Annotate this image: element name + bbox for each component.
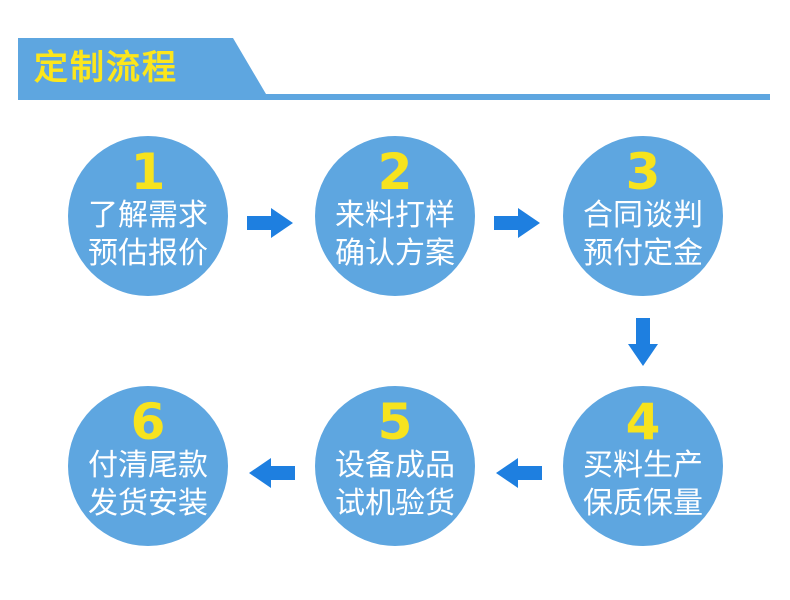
section-header: 定制流程 <box>18 38 770 100</box>
step-label-line1: 付清尾款 <box>88 448 208 483</box>
step-number: 5 <box>377 393 413 451</box>
step-number: 3 <box>625 143 661 201</box>
arrow-left-icon <box>496 458 542 488</box>
step-number: 6 <box>130 393 166 451</box>
step-2: 2 来料打样 确认方案 <box>315 136 475 296</box>
step-label-line2: 确认方案 <box>335 236 455 271</box>
arrow-right-icon <box>494 208 540 238</box>
step-label-line2: 发货安装 <box>88 486 208 521</box>
step-5: 5 设备成品 试机验货 <box>315 386 475 546</box>
step-label-line2: 试机验货 <box>335 486 455 521</box>
step-4: 4 买料生产 保质保量 <box>563 386 723 546</box>
step-label-line2: 保质保量 <box>583 486 703 521</box>
arrow-left-icon <box>249 458 295 488</box>
page-title: 定制流程 <box>34 48 178 88</box>
step-label-line1: 合同谈判 <box>583 198 703 233</box>
step-6: 6 付清尾款 发货安装 <box>68 386 228 546</box>
step-number: 4 <box>625 393 661 451</box>
step-number: 1 <box>130 143 166 201</box>
arrow-right-icon <box>247 208 293 238</box>
step-number: 2 <box>377 143 413 201</box>
step-1: 1 了解需求 预估报价 <box>68 136 228 296</box>
header-banner-shape <box>18 38 770 100</box>
step-label-line1: 了解需求 <box>88 198 208 233</box>
step-label-line1: 设备成品 <box>335 448 455 483</box>
step-label-line2: 预估报价 <box>88 236 208 271</box>
step-label-line1: 买料生产 <box>583 448 703 483</box>
step-3: 3 合同谈判 预付定金 <box>563 136 723 296</box>
step-label-line1: 来料打样 <box>335 198 455 233</box>
arrow-down-icon <box>628 318 658 366</box>
step-label-line2: 预付定金 <box>583 236 703 271</box>
